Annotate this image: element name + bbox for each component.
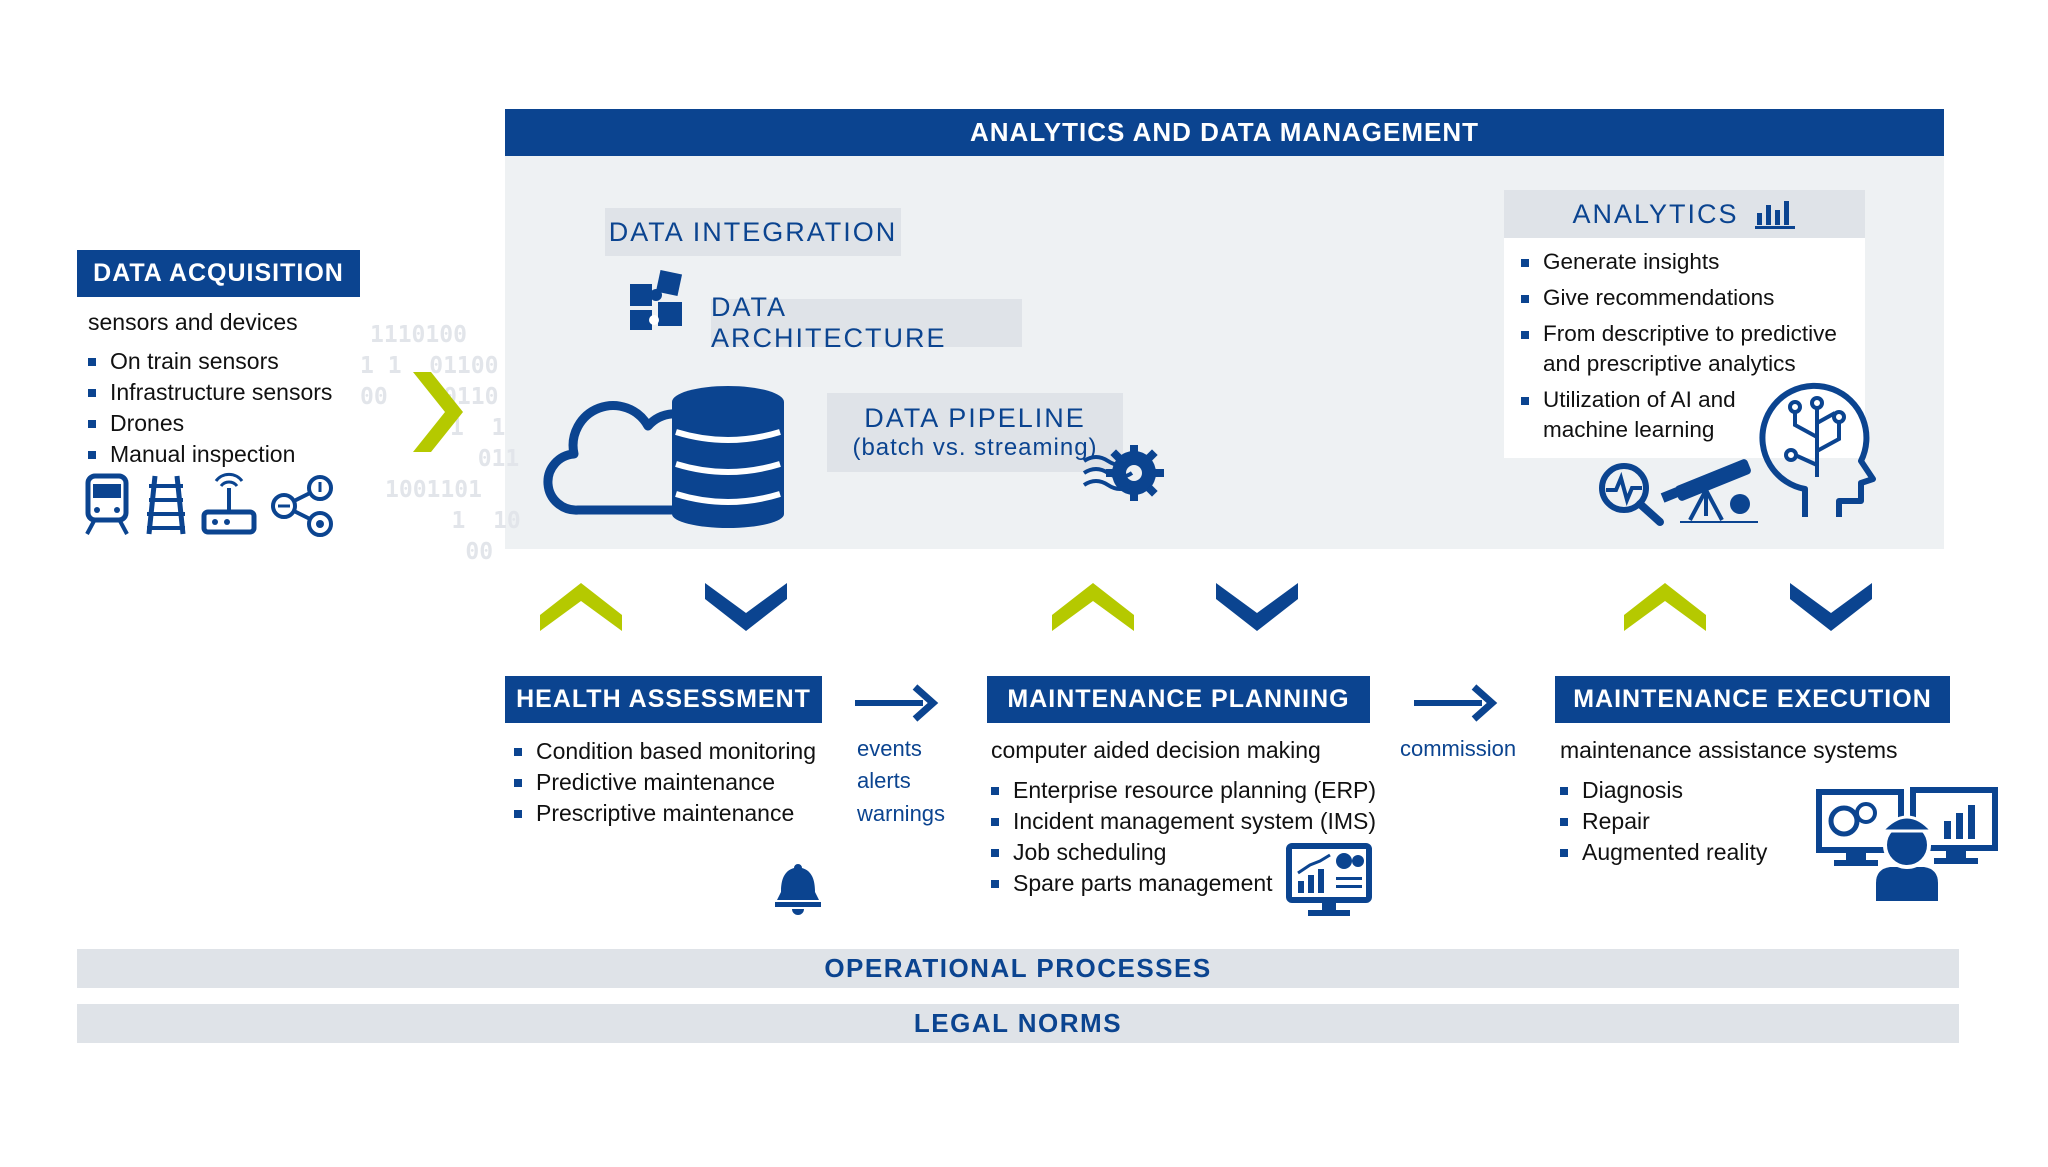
chevron-up-icon [540, 583, 622, 631]
list-item: Condition based monitoring [514, 736, 816, 767]
list-item: Repair [1560, 806, 1767, 837]
operational-processes-bar: OPERATIONAL PROCESSES [77, 949, 1959, 988]
magnifier-pulse-icon [1599, 463, 1664, 526]
chevron-right-icon [413, 372, 463, 452]
arrow-right-icon [1414, 684, 1498, 722]
data-acquisition-list: On train sensors Infrastructure sensors … [88, 346, 332, 470]
analytics-data-management-header: ANALYTICS AND DATA MANAGEMENT [505, 109, 1944, 156]
data-pipeline-box: DATA PIPELINE (batch vs. streaming) [827, 393, 1123, 472]
stream-gear-icon [1082, 445, 1164, 501]
chevron-up-icon [1624, 583, 1706, 631]
list-item: Infrastructure sensors [88, 377, 332, 408]
list-item: On train sensors [88, 346, 332, 377]
data-acquisition-header: DATA ACQUISITION [77, 250, 360, 297]
flow-label-events: events [857, 736, 922, 761]
chevron-up-icon [1052, 583, 1134, 631]
puzzle-icon [630, 269, 683, 330]
flow-label-commission: commission [1400, 736, 1517, 761]
list-item: Diagnosis [1560, 775, 1767, 806]
data-pipeline-title: DATA PIPELINE [864, 403, 1086, 433]
list-item: Manual inspection [88, 439, 332, 470]
ai-head-icon [1759, 382, 1876, 517]
cloud-database-icon [543, 386, 784, 528]
data-pipeline-subtitle: (batch vs. streaming) [852, 434, 1098, 461]
list-item: Prescriptive maintenance [514, 798, 816, 829]
maintenance-execution-subtitle: maintenance assistance systems [1560, 737, 1898, 763]
list-item: Job scheduling [991, 837, 1376, 868]
list-item: Predictive maintenance [514, 767, 816, 798]
health-assessment-header: HEALTH ASSESSMENT [505, 676, 822, 723]
train-icon [85, 473, 129, 535]
list-item: Spare parts management [991, 868, 1376, 899]
data-acquisition-subtitle: sensors and devices [88, 309, 298, 335]
analytics-title: ANALYTICS [1572, 198, 1739, 229]
chevron-down-icon [1216, 583, 1298, 631]
telescope-icon [1660, 459, 1758, 523]
data-architecture-box: DATA ARCHITECTURE [711, 292, 1022, 353]
analytics-list: Generate insights Give recommendations F… [1521, 247, 1851, 445]
list-item: Utilization of AI and machine learning [1521, 385, 1773, 445]
maintenance-planning-list: Enterprise resource planning (ERP) Incid… [991, 775, 1376, 899]
technician-monitors-icon [1816, 787, 1998, 901]
list-item: Enterprise resource planning (ERP) [991, 775, 1376, 806]
data-integration-box: DATA INTEGRATION [605, 208, 901, 256]
flow-label-warnings: warnings [857, 801, 946, 826]
legal-norms-bar: LEGAL NORMS [77, 1004, 1959, 1043]
bell-icon [775, 864, 821, 915]
sensor-network-icon [271, 475, 333, 537]
analytics-header-box: ANALYTICS [1504, 190, 1865, 238]
health-assessment-list: Condition based monitoring Predictive ma… [514, 736, 816, 829]
maintenance-execution-header: MAINTENANCE EXECUTION [1555, 676, 1950, 723]
chevron-down-icon [1790, 583, 1872, 631]
list-item: Augmented reality [1560, 837, 1767, 868]
list-item: Incident management system (IMS) [991, 806, 1376, 837]
flow-label-alerts: alerts [857, 768, 911, 793]
maintenance-execution-list: Diagnosis Repair Augmented reality [1560, 775, 1767, 868]
analytics-card [1504, 238, 1865, 458]
chevron-down-icon [705, 583, 787, 631]
list-item: From descriptive to predictive and presc… [1521, 319, 1851, 379]
list-item: Give recommendations [1521, 283, 1851, 313]
list-item: Drones [88, 408, 332, 439]
maintenance-planning-header: MAINTENANCE PLANNING [987, 676, 1370, 723]
arrow-right-icon [855, 684, 939, 722]
wireless-router-icon [201, 472, 257, 535]
railway-track-icon [146, 475, 186, 535]
maintenance-planning-subtitle: computer aided decision making [991, 737, 1321, 763]
monitor-dashboard-icon [1286, 843, 1372, 916]
list-item: Generate insights [1521, 247, 1851, 277]
bar-chart-icon [1754, 201, 1795, 229]
